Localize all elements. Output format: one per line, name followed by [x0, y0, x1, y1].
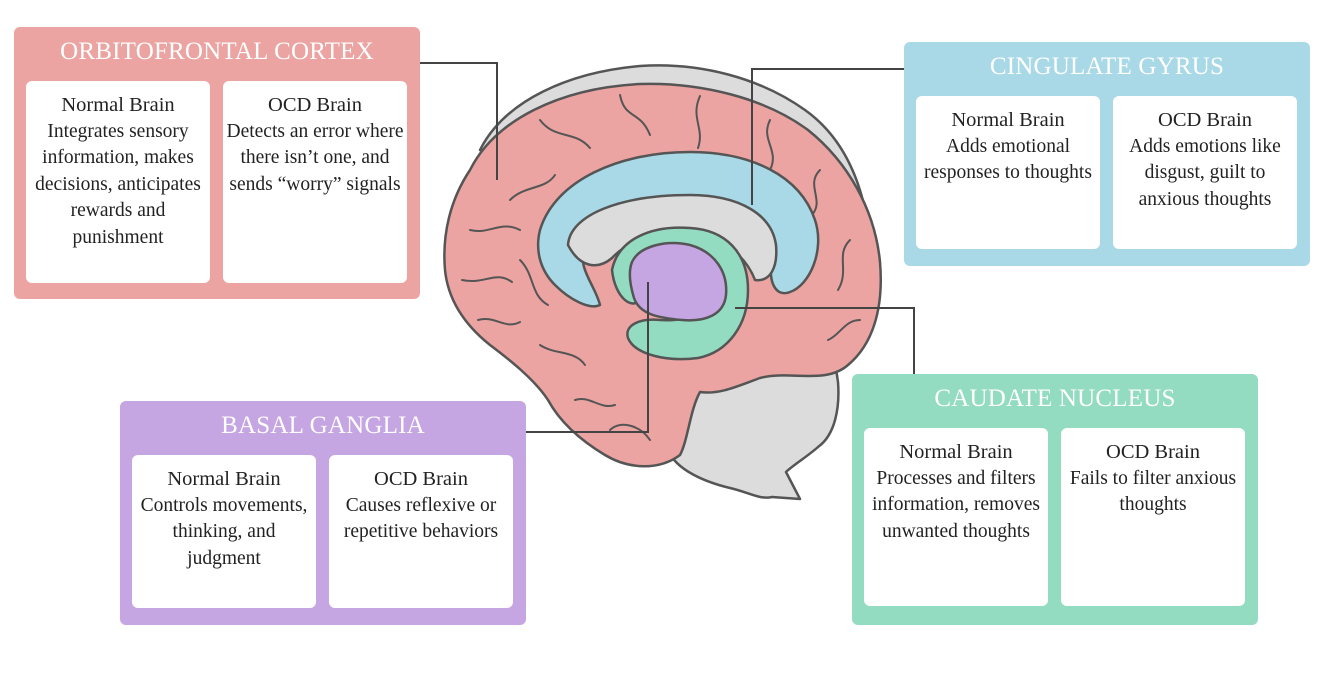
cingulate-connector — [751, 68, 904, 205]
basal-ganglia-panel: BASAL GANGLIA Normal Brain Controls move… — [120, 401, 526, 625]
caudate-panel: CAUDATE NUCLEUS Normal Brain Processes a… — [852, 374, 1258, 625]
cingulate-ocd-text: Adds emotions like disgust, guilt to anx… — [1129, 136, 1281, 210]
cingulate-normal-text: Adds emotional responses to thoughts — [924, 136, 1092, 184]
orbitofrontal-title: ORBITOFRONTAL CORTEX — [60, 38, 374, 65]
basal-ganglia-ocd-card: OCD Brain Causes reflexive or repetitive… — [329, 455, 513, 608]
ofc-connector — [420, 62, 498, 180]
orbitofrontal-normal-text: Integrates sensory information, makes de… — [35, 121, 201, 248]
cingulate-ocd-heading: OCD Brain — [1158, 109, 1252, 131]
basal-ganglia-normal-card: Normal Brain Controls movements, thinkin… — [132, 455, 316, 608]
basal-ganglia-title: BASAL GANGLIA — [221, 412, 425, 439]
caudate-ocd-text: Fails to filter anxious thoughts — [1069, 468, 1237, 516]
basal-ganglia-normal-text: Controls movements, thinking, and judgme… — [140, 495, 308, 569]
caudate-normal-card: Normal Brain Processes and filters infor… — [864, 428, 1048, 606]
caudate-connector — [735, 307, 915, 374]
basal-ganglia-connector — [526, 282, 649, 433]
corpus-callosum — [566, 193, 778, 282]
cingulate-panel: CINGULATE GYRUS Normal Brain Adds emotio… — [904, 42, 1310, 266]
orbitofrontal-panel: ORBITOFRONTAL CORTEX Normal Brain Integr… — [14, 27, 420, 299]
caudate-ocd-card: OCD Brain Fails to filter anxious though… — [1061, 428, 1245, 606]
orbitofrontal-ocd-heading: OCD Brain — [268, 94, 362, 116]
connector-lines — [420, 62, 915, 433]
orbitofrontal-normal-heading: Normal Brain — [61, 94, 175, 116]
basal-ganglia-region — [628, 241, 728, 322]
basal-ganglia-ocd-heading: OCD Brain — [374, 468, 468, 490]
caudate-ocd-heading: OCD Brain — [1106, 441, 1200, 463]
cingulate-normal-card: Normal Brain Adds emotional responses to… — [916, 96, 1100, 249]
orbitofrontal-normal-card: Normal Brain Integrates sensory informat… — [26, 81, 210, 283]
basal-ganglia-normal-heading: Normal Brain — [167, 468, 281, 490]
basal-ganglia-ocd-text: Causes reflexive or repetitive behaviors — [343, 495, 499, 543]
cingulate-ocd-card: OCD Brain Adds emotions like disgust, gu… — [1113, 96, 1297, 249]
caudate-normal-text: Processes and filters information, remov… — [872, 468, 1040, 542]
caudate-normal-heading: Normal Brain — [899, 441, 1013, 463]
caudate-title: CAUDATE NUCLEUS — [934, 385, 1176, 412]
orbitofrontal-ocd-text: Detects an error where there isn’t one, … — [226, 121, 404, 195]
cingulate-normal-heading: Normal Brain — [951, 109, 1065, 131]
orbitofrontal-ocd-card: OCD Brain Detects an error where there i… — [223, 81, 407, 283]
cingulate-title: CINGULATE GYRUS — [989, 53, 1225, 80]
